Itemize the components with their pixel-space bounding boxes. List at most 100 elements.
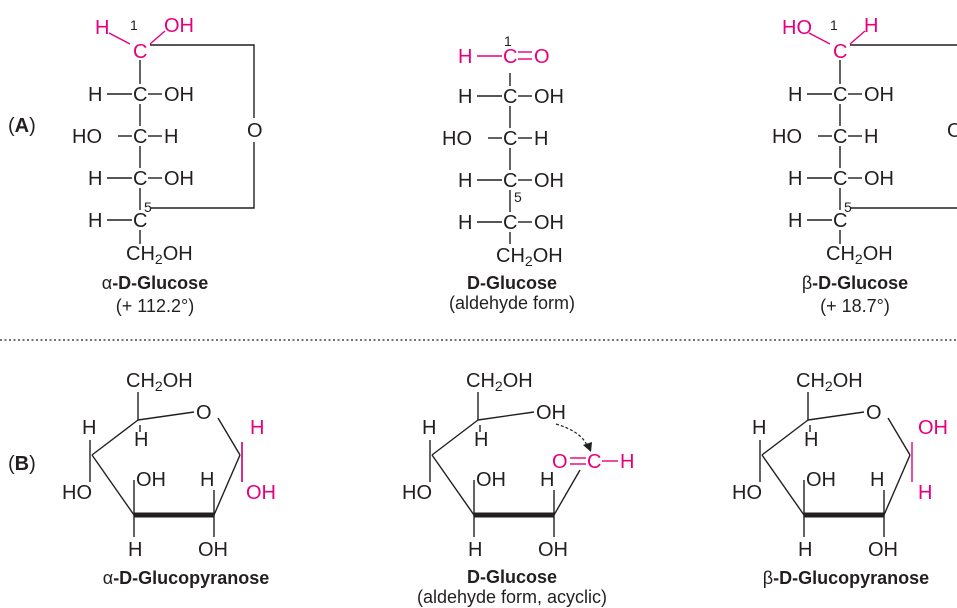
svg-text:OH: OH [164, 168, 194, 190]
svg-text:H: H [88, 84, 102, 106]
svg-text:O: O [534, 46, 550, 68]
svg-text:H: H [918, 482, 932, 504]
svg-text:(A): (A) [8, 115, 36, 137]
svg-text:H: H [788, 168, 802, 190]
svg-text:C: C [503, 46, 517, 68]
svg-text:OH: OH [538, 539, 568, 561]
alpha-d-glucopyranose-haworth: CH2OH O H H H OH HO OH H H OH α-D-Glucop… [62, 370, 276, 588]
a-left-name: α-D-Glucose [102, 273, 208, 293]
svg-text:H: H [88, 168, 102, 190]
svg-text:H: H [788, 210, 802, 232]
a-mid-carbon1-number: 1 [504, 33, 512, 49]
a-right-name: β-D-Glucose [802, 273, 908, 293]
svg-text:OH: OH [164, 84, 194, 106]
svg-text:O: O [552, 451, 568, 473]
svg-text:C: C [833, 41, 847, 63]
svg-text:C: C [133, 84, 147, 106]
svg-text:H: H [864, 15, 878, 37]
svg-text:H: H [458, 46, 472, 68]
svg-text:OH: OH [476, 469, 506, 491]
b-mid-form: (aldehyde form, acyclic) [417, 587, 607, 607]
panel-b-label: (B) [8, 453, 36, 475]
a-left-carbon5-number: 5 [144, 199, 152, 215]
svg-text:H: H [164, 126, 178, 148]
svg-text:OH: OH [534, 86, 564, 108]
a-left-top-c: C [133, 41, 147, 63]
a-right-ring-oxygen: O [947, 120, 957, 142]
svg-text:C: C [133, 126, 147, 148]
svg-text:C: C [503, 86, 517, 108]
svg-text:C: C [503, 212, 517, 234]
svg-text:OH: OH [864, 84, 894, 106]
svg-text:HO: HO [62, 482, 92, 504]
svg-text:H: H [534, 128, 548, 150]
svg-text:C: C [503, 128, 517, 150]
svg-text:(B): (B) [8, 453, 36, 475]
svg-text:H: H [422, 417, 436, 439]
a-mid-ch2oh: CH2OH [496, 245, 563, 269]
b-right-ring-oxygen: O [866, 402, 882, 424]
beta-d-glucose-fischer: HO 1 C H H C OH HO C H H C OH 5 H C O CH… [772, 15, 957, 316]
a-left-top-oh: OH [164, 15, 194, 37]
b-mid-ring-oh: OH [536, 402, 566, 424]
b-left-name: α-D-Glucopyranose [103, 568, 269, 588]
svg-text:H: H [250, 417, 264, 439]
svg-text:CH2OH: CH2OH [126, 370, 193, 394]
a-right-ch2oh: CH2OH [826, 243, 893, 267]
d-glucose-acyclic-haworth: CH2OH OH H H O C H HO OH H H OH D-Glucos… [402, 370, 634, 607]
svg-text:H: H [804, 429, 818, 451]
a-mid-carbon5-number: 5 [514, 189, 522, 205]
a-mid-form: (aldehyde form) [449, 293, 575, 313]
svg-text:H: H [200, 469, 214, 491]
a-left-rotation: (+ 112.2°) [116, 296, 194, 316]
svg-text:H: H [620, 451, 634, 473]
b-left-ring-oxygen: O [196, 402, 212, 424]
svg-text:H: H [870, 469, 884, 491]
svg-text:C: C [133, 168, 147, 190]
svg-text:C: C [833, 168, 847, 190]
panel-a-label: (A) [8, 115, 36, 137]
svg-text:C: C [503, 170, 517, 192]
a-right-carbon1-number: 1 [830, 17, 838, 33]
a-mid-name: D-Glucose [467, 273, 557, 293]
svg-text:OH: OH [918, 417, 948, 439]
svg-text:H: H [540, 469, 554, 491]
svg-text:HO: HO [402, 482, 432, 504]
svg-text:CH2OH: CH2OH [796, 370, 863, 394]
a-left-ring-oxygen: O [247, 120, 263, 142]
svg-text:OH: OH [864, 168, 894, 190]
svg-text:OH: OH [534, 170, 564, 192]
svg-text:C: C [587, 451, 601, 473]
svg-text:OH: OH [246, 482, 276, 504]
svg-text:C: C [833, 84, 847, 106]
b-mid-name: D-Glucose [467, 567, 557, 587]
svg-text:HO: HO [732, 482, 762, 504]
svg-text:C: C [833, 210, 847, 232]
svg-text:H: H [468, 539, 482, 561]
beta-d-glucopyranose-haworth: CH2OH O H H OH H HO OH H H OH β-D-Glucop… [732, 370, 948, 588]
svg-text:H: H [474, 429, 488, 451]
svg-text:OH: OH [198, 539, 228, 561]
svg-text:HO: HO [782, 17, 812, 39]
svg-text:C: C [133, 210, 147, 232]
svg-text:H: H [82, 417, 96, 439]
svg-text:OH: OH [534, 212, 564, 234]
svg-text:H: H [798, 539, 812, 561]
svg-text:H: H [134, 429, 148, 451]
svg-text:H: H [88, 210, 102, 232]
svg-text:HO: HO [772, 126, 802, 148]
svg-text:H: H [864, 126, 878, 148]
svg-text:H: H [128, 539, 142, 561]
a-left-ch2oh: CH2OH [126, 243, 193, 267]
svg-text:H: H [458, 86, 472, 108]
svg-text:OH: OH [868, 539, 898, 561]
svg-text:H: H [752, 417, 766, 439]
svg-text:OH: OH [806, 469, 836, 491]
alpha-d-glucose-fischer: H 1 C OH H C OH HO C H H C OH H C 5 O CH… [72, 15, 263, 316]
svg-text:HO: HO [442, 128, 472, 150]
svg-text:HO: HO [72, 126, 102, 148]
a-left-top-h: H [95, 17, 109, 39]
svg-text:H: H [458, 170, 472, 192]
svg-text:H: H [458, 212, 472, 234]
